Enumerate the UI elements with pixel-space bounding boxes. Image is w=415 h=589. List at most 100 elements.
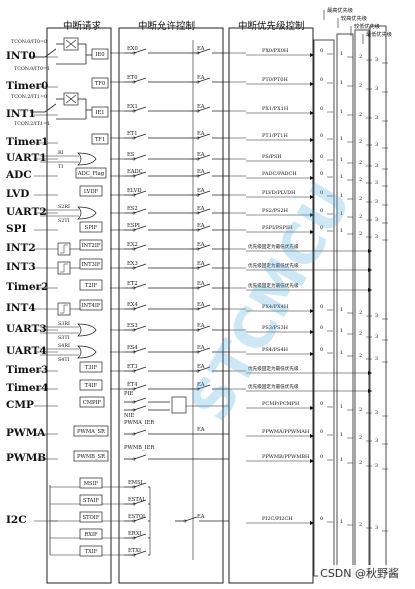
prio-arrow-12 (310, 406, 314, 410)
req-box-tf1 (91, 133, 109, 145)
source-adc: ADC (6, 169, 32, 181)
ea-label-16: EA (197, 382, 205, 388)
enable-bit-16: ET4 (127, 382, 138, 388)
ea-label-5: EA (197, 169, 205, 175)
req-box-stoif (79, 511, 103, 523)
header-enable: 中断允许控制 (138, 21, 196, 32)
ea-sw-16-blade (197, 384, 211, 390)
fixed-lowest-1: 优先级固定为最低优先级 (248, 262, 299, 269)
ea-sw-1-blade (197, 77, 211, 83)
req-label-5: LVDF (84, 189, 99, 195)
ea-sw-13-blade (197, 325, 211, 331)
prio-bit-11-2: 2 (359, 353, 362, 359)
prio-bit-7-1: 1 (340, 211, 343, 217)
enable-bit-21: EMSI (128, 480, 143, 486)
i2c-en-2-blade (133, 516, 147, 522)
priority-level-1: 较高优先级 (341, 14, 367, 22)
enable-sw-5-blade (133, 171, 147, 177)
priority-level-0: 最高优先级 (327, 6, 353, 14)
prio-reg-6: PLVD/PLVDH (262, 190, 296, 196)
enable-bit-6: ELVD (127, 188, 142, 194)
prio-bit-3-3: 3 (375, 142, 378, 148)
req-label-4: ADC_Flag (77, 171, 105, 177)
ea-label-12: EA (197, 302, 205, 308)
prio-arrow-4 (310, 159, 314, 163)
ea-sw-15-blade (197, 366, 211, 372)
prio-arrow-14 (310, 459, 314, 463)
tcon-label-1: TCON.0/IT0=1 (14, 66, 50, 72)
enable-column-frame (118, 27, 224, 584)
ea-label-1: EA (197, 75, 205, 81)
edge-x2-0 (65, 39, 77, 49)
prio-arrow-9 (310, 309, 314, 313)
req-label-6: SPIF (85, 225, 98, 231)
cmp-and-gate (171, 396, 187, 414)
prio-bit-9-2: 2 (359, 310, 362, 316)
enable-bit-23: ESTOI (128, 514, 145, 520)
enable-bit-2: EX1 (127, 104, 138, 110)
req-box-msif (79, 477, 103, 489)
source-int4: INT4 (6, 302, 36, 314)
header-request: 中断请求 (63, 21, 102, 32)
prio-arrow-3 (310, 138, 314, 142)
i2c-en-1-blade (133, 499, 147, 505)
req-label-7: INT2IF (82, 243, 101, 249)
ea-label-14: EA (197, 345, 205, 351)
sig-label-3: S2TI (58, 218, 70, 224)
req-label-18: STOIF (83, 515, 100, 521)
enable-sw-6-blade (133, 190, 147, 196)
uart4-or-gate (77, 345, 97, 359)
ea-sw-8-blade (197, 225, 211, 231)
enable-bit-22: ESTAI (128, 497, 144, 503)
sig-label-5: S3TI (58, 335, 70, 341)
req-label-15: PWMB_SR (77, 454, 106, 460)
prio-bit-1-0: 0 (320, 77, 323, 83)
fixed-arrow-1 (368, 268, 372, 272)
req-box-t4if (79, 379, 103, 391)
prio-reg-13: PPWMA/PPWMAH (262, 429, 310, 435)
prio-bit-13-3: 3 (375, 438, 378, 444)
source-pwma: PWMA (6, 427, 46, 439)
ea-sw-3-blade (197, 133, 211, 139)
prio-reg-4: PS/PSH (262, 154, 282, 160)
prio-arrow-0 (310, 53, 314, 57)
prio-bit-5-3: 3 (375, 180, 378, 186)
pwma-sw-blade (133, 429, 147, 435)
source-int1: INT1 (6, 108, 36, 120)
prio-bit-1-1: 1 (340, 80, 343, 86)
nie-sw-blade (133, 405, 147, 411)
prio-bit-0-1: 1 (340, 51, 343, 57)
req-box-int2if (79, 239, 103, 251)
prio-bit-15-3: 3 (375, 525, 378, 531)
enable-sw-1-blade (133, 77, 147, 83)
enable-bit-12: EX4 (127, 302, 138, 308)
source-timer0: Timer0 (6, 80, 49, 92)
prio-bit-13-1: 1 (340, 432, 343, 438)
req-box-adcflag (75, 167, 107, 179)
ea-label-6: EA (197, 188, 205, 194)
sig-label-2: S2RI (58, 204, 70, 210)
req-box-t2if (79, 279, 103, 291)
int1-sel-blade (44, 103, 57, 113)
req-label-20: TXIF (85, 549, 98, 555)
prio-bit-3-0: 0 (320, 133, 323, 139)
prio-bit-6-3: 3 (375, 199, 378, 205)
ea-label-15: EA (197, 364, 205, 370)
sig-label-4: S3RI (58, 321, 70, 327)
prio-bit-7-2: 2 (359, 214, 362, 220)
prio-bit-1-2: 2 (359, 83, 362, 89)
ea-sw-4-blade (197, 154, 211, 160)
req-label-12: T4IF (85, 383, 98, 389)
enable-bit-11: ET2 (127, 281, 138, 287)
req-label-11: T3IF (85, 365, 98, 371)
prio-arrow-6 (310, 195, 314, 199)
prio-bit-6-2: 2 (359, 196, 362, 202)
prio-bit-3-1: 1 (340, 136, 343, 142)
ea-label-7: EA (197, 206, 205, 212)
req-box-lvdf (79, 185, 103, 197)
priority-bus-1 (336, 33, 354, 577)
req-box-cmpif (79, 396, 105, 408)
ea-label-3: EA (197, 131, 205, 137)
i2c-en-4-blade (133, 550, 147, 556)
